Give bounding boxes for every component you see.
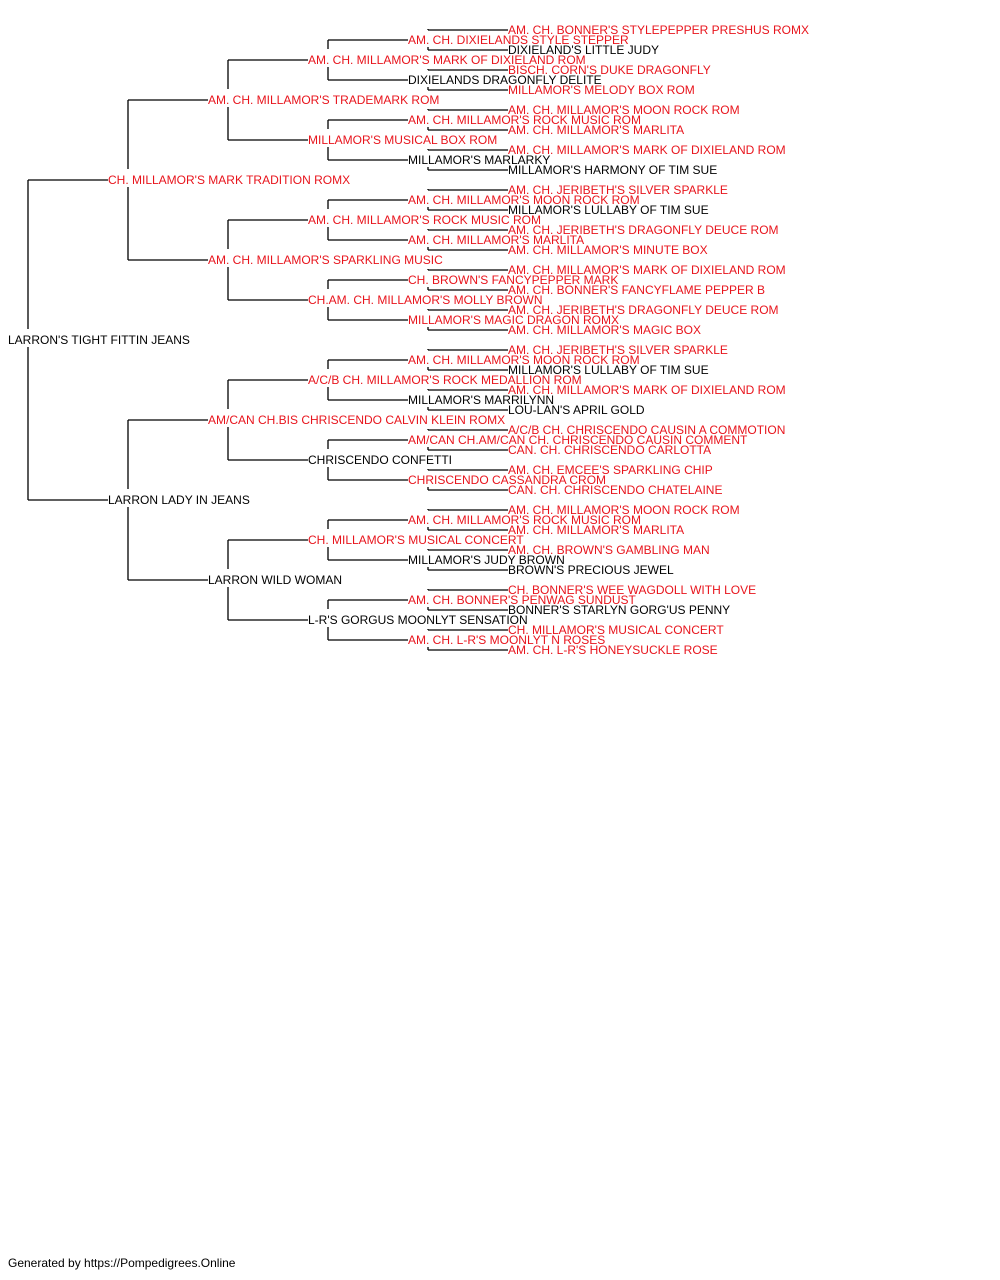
undefined-name[interactable]: AM. CH. MILLAMOR'S MARLITA (508, 523, 684, 537)
great-grandparent-name[interactable]: AM. CH. MILLAMOR'S MARK OF DIXIELAND ROM (308, 53, 586, 67)
gg-grandparent-name[interactable]: AM. CH. MILLAMOR'S ROCK MUSIC ROM (408, 113, 641, 127)
undefined-name[interactable]: MILLAMOR'S MELODY BOX ROM (508, 83, 695, 97)
undefined-name[interactable]: AM. CH. MILLAMOR'S MARLITA (508, 123, 684, 137)
great-grandparent-name[interactable]: A/C/B CH. MILLAMOR'S ROCK MEDALLION ROM (308, 373, 582, 387)
grandparent-name[interactable]: AM. CH. MILLAMOR'S TRADEMARK ROM (208, 93, 439, 107)
gg-grandparent-name[interactable]: AM. CH. MILLAMOR'S MOON ROCK ROM (408, 353, 640, 367)
undefined-name[interactable]: AM. CH. EMCEE'S SPARKLING CHIP (508, 463, 713, 477)
pedigree-tree: LARRON'S TIGHT FITTIN JEANS CH. MILLAMOR'… (8, 23, 809, 657)
undefined-name[interactable]: AM. CH. JERIBETH'S DRAGONFLY DEUCE ROM (508, 303, 779, 317)
undefined-name[interactable]: CH. MILLAMOR'S MUSICAL CONCERT (508, 623, 724, 637)
gg-grandparent-name[interactable]: CHRISCENDO CASSANDRA CROM (408, 473, 606, 487)
gg-grandparent-name[interactable]: MILLAMOR'S MARLARKY (408, 153, 550, 167)
dog-name[interactable]: LARRON'S TIGHT FITTIN JEANS (8, 333, 190, 347)
great-grandparent-name[interactable]: CH.AM. CH. MILLAMOR'S MOLLY BROWN (308, 293, 543, 307)
undefined-name[interactable]: A/C/B CH. CHRISCENDO CAUSIN A COMMOTION (508, 423, 785, 437)
gg-grandparent-name[interactable]: AM. CH. L-R'S MOONLYT N ROSES (408, 633, 605, 647)
undefined-name[interactable]: AM. CH. MILLAMOR'S MARK OF DIXIELAND ROM (508, 143, 786, 157)
undefined-name[interactable]: LOU-LAN'S APRIL GOLD (508, 403, 645, 417)
undefined-name[interactable]: MILLAMOR'S LULLABY OF TIM SUE (508, 363, 709, 377)
gg-grandparent-name[interactable]: MILLAMOR'S MAGIC DRAGON ROMX (408, 313, 619, 327)
undefined-name[interactable]: AM. CH. JERIBETH'S SILVER SPARKLE (508, 343, 728, 357)
great-grandparent-name[interactable]: L-R'S GORGUS MOONLYT SENSATION (308, 613, 528, 627)
undefined-name[interactable]: AM. CH. BONNER'S FANCYFLAME PEPPER B (508, 283, 765, 297)
undefined-name[interactable]: AM. CH. BONNER'S STYLEPEPPER PRESHUS ROM… (508, 23, 809, 37)
parent-name[interactable]: LARRON LADY IN JEANS (108, 493, 250, 507)
undefined-name[interactable]: AM. CH. MILLAMOR'S MOON ROCK ROM (508, 503, 740, 517)
undefined-name[interactable]: MILLAMOR'S HARMONY OF TIM SUE (508, 163, 717, 177)
gg-grandparent-name[interactable]: AM. CH. DIXIELANDS STYLE STEPPER (408, 33, 629, 47)
gg-grandparent-name[interactable]: MILLAMOR'S JUDY BROWN (408, 553, 565, 567)
great-grandparent-name[interactable]: CHRISCENDO CONFETTI (308, 453, 452, 467)
grandparent-name[interactable]: AM/CAN CH.BIS CHRISCENDO CALVIN KLEIN RO… (208, 413, 505, 427)
gg-grandparent-name[interactable]: DIXIELANDS DRAGONFLY DELITE (408, 73, 602, 87)
undefined-name[interactable]: AM. CH. L-R'S HONEYSUCKLE ROSE (508, 643, 718, 657)
grandparent-name[interactable]: LARRON WILD WOMAN (208, 573, 342, 587)
parent-name[interactable]: CH. MILLAMOR'S MARK TRADITION ROMX (108, 173, 350, 187)
gg-grandparent-name[interactable]: AM. CH. MILLAMOR'S MARLITA (408, 233, 584, 247)
undefined-name[interactable]: CAN. CH. CHRISCENDO CARLOTTA (508, 443, 711, 457)
gg-grandparent-name[interactable]: MILLAMOR'S MARRILYNN (408, 393, 554, 407)
undefined-name[interactable]: BISCH. CORN'S DUKE DRAGONFLY (508, 63, 711, 77)
undefined-name[interactable]: AM. CH. BROWN'S GAMBLING MAN (508, 543, 710, 557)
gg-grandparent-name[interactable]: AM. CH. MILLAMOR'S ROCK MUSIC ROM (408, 513, 641, 527)
undefined-name[interactable]: AM. CH. JERIBETH'S DRAGONFLY DEUCE ROM (508, 223, 779, 237)
undefined-name[interactable]: AM. CH. MILLAMOR'S MARK OF DIXIELAND ROM (508, 383, 786, 397)
generated-by-footer[interactable]: Generated by https://Pompedigrees.Online (8, 1256, 236, 1270)
undefined-name[interactable]: AM. CH. MILLAMOR'S MINUTE BOX (508, 243, 708, 257)
undefined-name[interactable]: BROWN'S PRECIOUS JEWEL (508, 563, 674, 577)
undefined-name[interactable]: AM. CH. MILLAMOR'S MAGIC BOX (508, 323, 701, 337)
undefined-name[interactable]: BONNER'S STARLYN GORG'US PENNY (508, 603, 730, 617)
undefined-name[interactable]: DIXIELAND'S LITTLE JUDY (508, 43, 659, 57)
undefined-name[interactable]: AM. CH. MILLAMOR'S MOON ROCK ROM (508, 103, 740, 117)
gg-grandparent-name[interactable]: AM/CAN CH.AM/CAN CH. CHRISCENDO CAUSIN C… (408, 433, 748, 447)
gg-grandparent-name[interactable]: AM. CH. MILLAMOR'S MOON ROCK ROM (408, 193, 640, 207)
gg-grandparent-name[interactable]: CH. BROWN'S FANCYPEPPER MARK (408, 273, 618, 287)
undefined-name[interactable]: CAN. CH. CHRISCENDO CHATELAINE (508, 483, 722, 497)
undefined-name[interactable]: AM. CH. MILLAMOR'S MARK OF DIXIELAND ROM (508, 263, 786, 277)
great-grandparent-name[interactable]: AM. CH. MILLAMOR'S ROCK MUSIC ROM (308, 213, 541, 227)
great-grandparent-name[interactable]: CH. MILLAMOR'S MUSICAL CONCERT (308, 533, 524, 547)
gg-grandparent-name[interactable]: AM. CH. BONNER'S PENWAG SUNDUST (408, 593, 637, 607)
undefined-name[interactable]: AM. CH. JERIBETH'S SILVER SPARKLE (508, 183, 728, 197)
undefined-name[interactable]: CH. BONNER'S WEE WAGDOLL WITH LOVE (508, 583, 756, 597)
undefined-name[interactable]: MILLAMOR'S LULLABY OF TIM SUE (508, 203, 709, 217)
great-grandparent-name[interactable]: MILLAMOR'S MUSICAL BOX ROM (308, 133, 497, 147)
grandparent-name[interactable]: AM. CH. MILLAMOR'S SPARKLING MUSIC (208, 253, 443, 267)
